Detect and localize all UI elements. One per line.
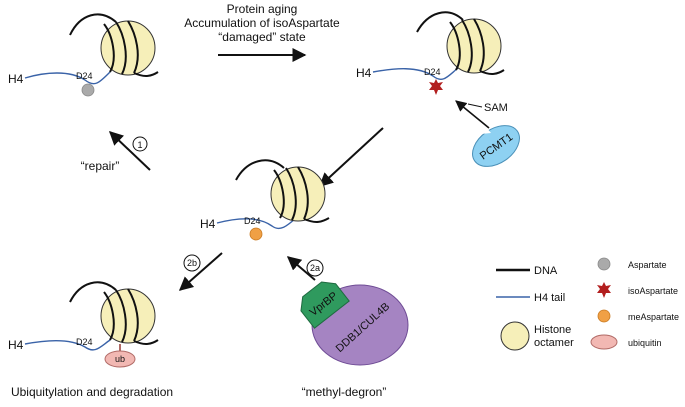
histone-octamer [446,18,502,74]
legend-measpartate-swatch [597,309,611,323]
step-2a: 2a [286,256,324,281]
residue-label: D24 [424,67,441,77]
dna-strand [69,13,117,36]
methylation-arrow [318,127,384,187]
residue-label: D24 [76,71,93,81]
h4-tail [24,339,111,351]
legend-measpartate-label: meAspartate [628,312,679,322]
h4-tail [24,71,111,85]
dna-wrap [103,20,139,75]
legend-aspartate-label: Aspartate [628,260,667,270]
nucleosome-middle: H4 D24 [200,159,330,241]
caption-line-2: Accumulation of isoAspartate [184,16,340,30]
legend: DNA H4 tail Histone octamer Aspartate is… [496,257,679,351]
residue-label: D24 [76,337,93,347]
legend-ubiquitin-label: ubiquitin [628,338,662,348]
aspartate-marker [81,83,95,97]
step-2a-arrow [286,256,316,281]
step-1-number: 1 [137,140,142,150]
step-1-badge [132,136,148,152]
sam-label: SAM [484,102,508,114]
legend-aspartate-swatch [597,257,611,271]
pcmt1-enzyme: PCMT1 [472,125,520,167]
dna-strand-end [479,69,505,75]
legend-isoaspartate-swatch [597,282,611,298]
nucleosome-bottom: H4 D24 ub [8,281,159,368]
dna-strand-end [133,71,159,77]
step-2b-label: 2b [187,258,197,268]
caption-line-1: Protein aging [227,2,298,16]
legend-octamer-label-2: octamer [534,337,574,349]
dna-strand [416,11,464,33]
ubiquitin-tag [104,350,136,368]
degradation-label: Ubiquitylation and degradation [11,385,173,399]
dna-strand [235,159,285,181]
legend-isoaspartate-label: isoAspartate [628,286,678,296]
histone-octamer [270,166,326,222]
repair-label: “repair” [81,159,120,173]
dna-strand-end [303,217,330,223]
measpartate-marker [249,227,263,241]
step-2a-label: 2a [310,263,320,273]
legend-dna-label: DNA [534,265,558,277]
dna-strand-end [133,339,159,345]
caption-line-3: “damaged” state [218,30,306,44]
methyl-degron-label: “methyl-degron” [302,385,387,399]
repair-step: 1 “repair” [81,131,151,173]
legend-octamer-swatch [500,321,530,351]
sam-line [467,103,483,108]
dna-wrap [273,166,309,221]
dna-wrap [449,18,485,73]
step-2b-arrow [178,252,223,291]
legend-octamer-label-1: Histone [534,324,571,336]
histone-octamer [100,20,156,76]
vprbp: VprBP [300,281,350,329]
h4-tail [216,217,297,230]
h4-label: H4 [356,66,372,80]
step-2b: 2b [178,252,223,291]
e3-ligase-complex: DDB1/CUL4B VprBP [300,281,409,366]
h4-label: H4 [200,217,216,231]
repair-arrow [108,131,151,171]
step-2a-badge [306,259,324,277]
nucleosome-top-left: H4 D24 [8,13,159,97]
h4-label: H4 [8,338,24,352]
dna-wrap [103,288,139,343]
isoaspartate-marker [429,79,443,95]
pcmt1-notch [481,128,491,134]
legend-tail-label: H4 tail [534,292,565,304]
pcmt1-arrow [455,100,490,129]
h4-tail [372,67,459,80]
h4-label: H4 [8,72,24,86]
histone-octamer [100,288,156,344]
step-2b-badge [183,254,201,272]
residue-label: D24 [244,216,261,226]
aging-caption: Protein aging Accumulation of isoAsparta… [184,2,340,44]
dna-strand [69,281,117,303]
nucleosome-top-right: H4 D24 SAM PCMT1 [356,11,520,167]
ub-label: ub [115,354,125,364]
legend-ubiquitin-swatch [590,334,618,350]
